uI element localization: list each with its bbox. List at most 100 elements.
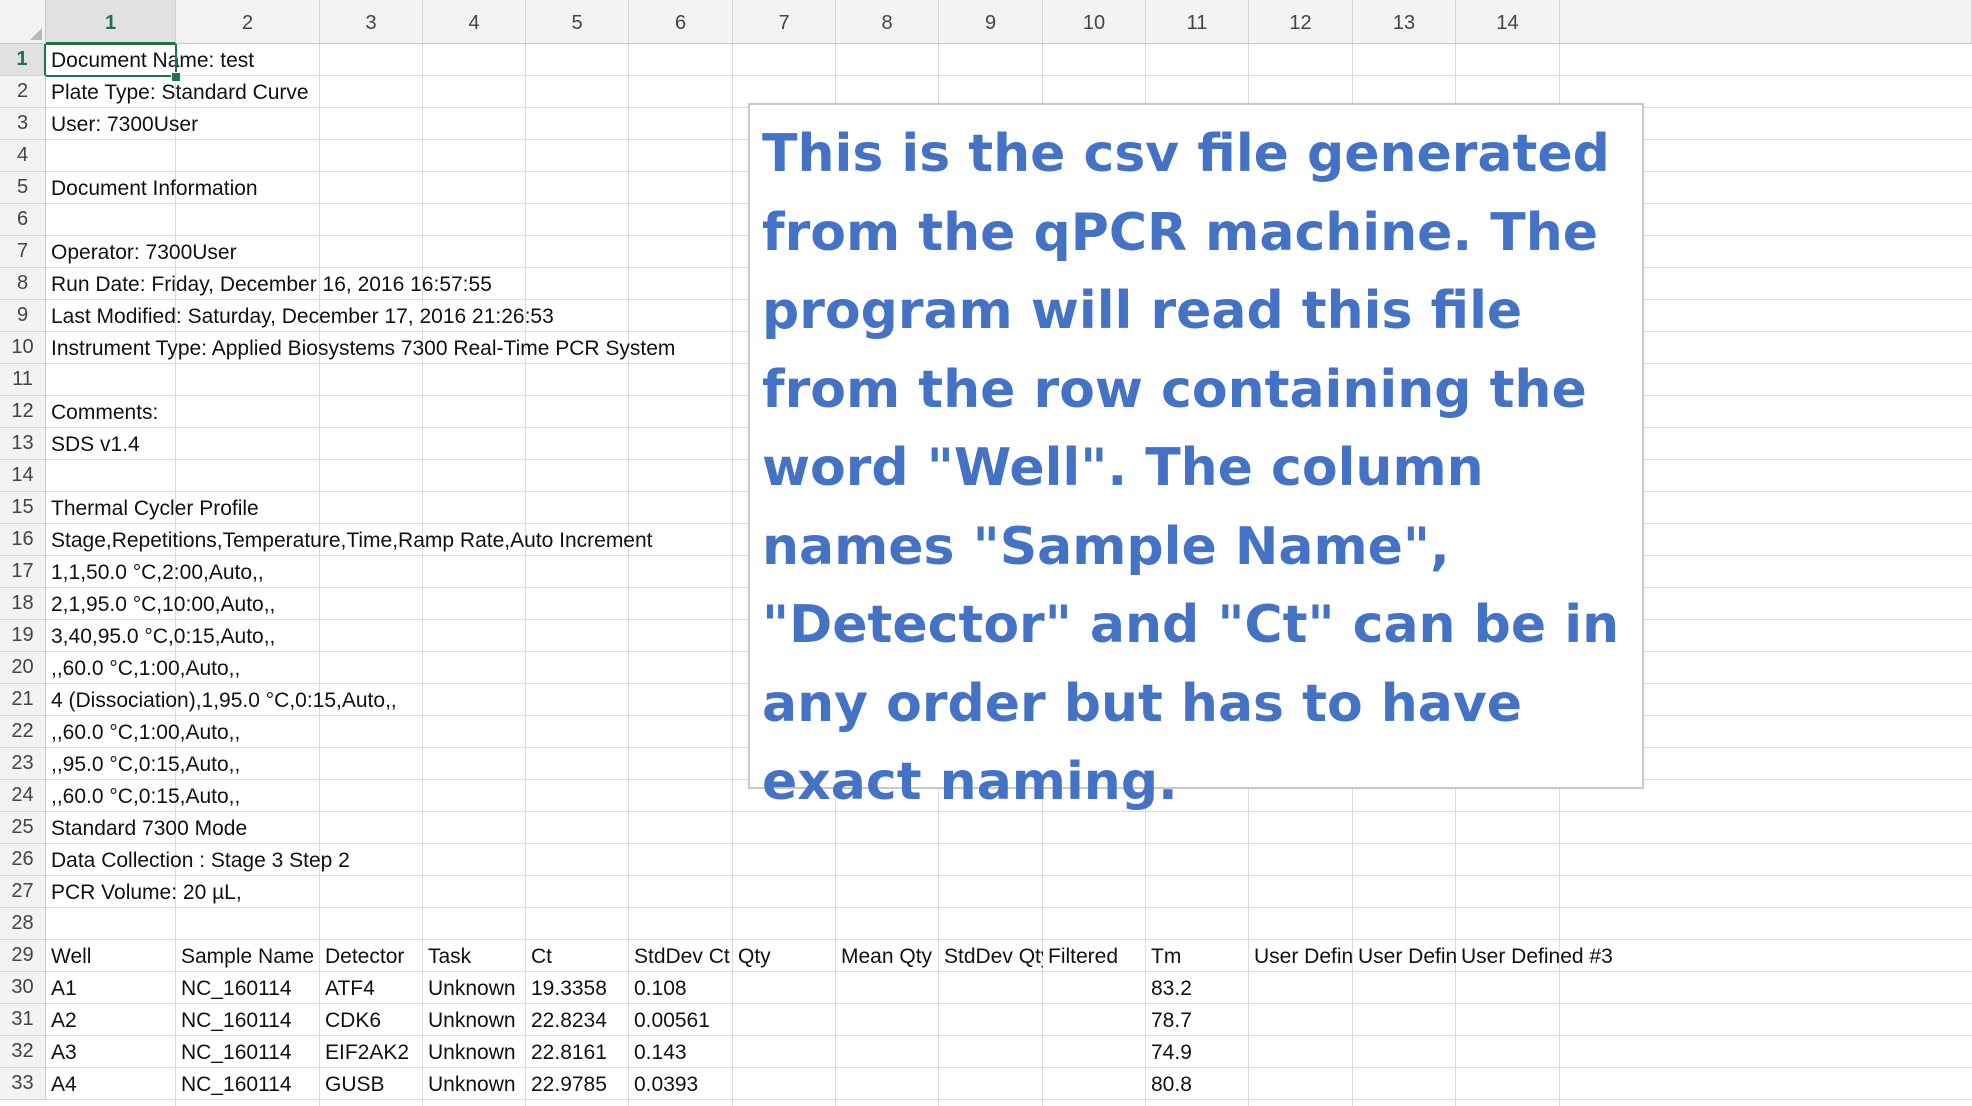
cell-r31-c5[interactable]: 22.8234 [531, 1009, 607, 1032]
row-header-11[interactable]: 11 [0, 364, 46, 396]
row-header-21[interactable]: 21 [0, 684, 46, 716]
column-header-10[interactable]: 10 [1043, 0, 1146, 44]
cell-r19-c1[interactable]: 3,40,95.0 °C,0:15,Auto,, [51, 625, 276, 648]
row-header-13[interactable]: 13 [0, 428, 46, 460]
cell-r2-c1[interactable]: Plate Type: Standard Curve [51, 81, 309, 104]
cell-r29-c8[interactable]: Mean Qty [841, 945, 933, 968]
cell-r25-c1[interactable]: Standard 7300 Mode [51, 817, 248, 840]
cell-r32-c5[interactable]: 22.8161 [531, 1041, 607, 1064]
row-header-4[interactable]: 4 [0, 140, 46, 172]
cell-r29-c14[interactable]: User Defined #3 [1461, 945, 1613, 968]
row-header-17[interactable]: 17 [0, 556, 46, 588]
cell-r21-c1[interactable]: 4 (Dissociation),1,95.0 °C,0:15,Auto,, [51, 689, 397, 712]
row-header-31[interactable]: 31 [0, 1004, 46, 1036]
row-header-5[interactable]: 5 [0, 172, 46, 204]
row-header-26[interactable]: 26 [0, 844, 46, 876]
cell-r30-c4[interactable]: Unknown [428, 977, 516, 1000]
column-header-11[interactable]: 11 [1146, 0, 1249, 44]
cell-r13-c1[interactable]: SDS v1.4 [51, 433, 140, 456]
row-header-6[interactable]: 6 [0, 204, 46, 236]
cell-r33-c6[interactable]: 0.0393 [634, 1073, 699, 1096]
row-header-7[interactable]: 7 [0, 236, 46, 268]
cell-r31-c4[interactable]: Unknown [428, 1009, 516, 1032]
cell-r29-c5[interactable]: Ct [531, 945, 552, 968]
row-header-24[interactable]: 24 [0, 780, 46, 812]
cell-r32-c3[interactable]: EIF2AK2 [325, 1041, 410, 1064]
cell-r30-c2[interactable]: NC_160114 [181, 977, 292, 1000]
cell-r31-c1[interactable]: A2 [51, 1009, 77, 1032]
cell-r27-c1[interactable]: PCR Volume: 20 µL, [51, 881, 242, 904]
cell-r3-c1[interactable]: User: 7300User [51, 113, 199, 136]
column-header-6[interactable]: 6 [629, 0, 733, 44]
cell-r10-c1[interactable]: Instrument Type: Applied Biosystems 7300… [51, 337, 676, 360]
row-header-28[interactable]: 28 [0, 908, 46, 940]
cell-r32-c2[interactable]: NC_160114 [181, 1041, 292, 1064]
row-header-20[interactable]: 20 [0, 652, 46, 684]
column-header-3[interactable]: 3 [320, 0, 423, 44]
row-header-8[interactable]: 8 [0, 268, 46, 300]
column-header-9[interactable]: 9 [939, 0, 1043, 44]
cell-r29-c9[interactable]: StdDev Qty [944, 945, 1043, 968]
cell-r16-c1[interactable]: Stage,Repetitions,Temperature,Time,Ramp … [51, 529, 653, 552]
column-header-4[interactable]: 4 [423, 0, 526, 44]
cell-r30-c1[interactable]: A1 [51, 977, 77, 1000]
row-header-3[interactable]: 3 [0, 108, 46, 140]
cell-r33-c11[interactable]: 80.8 [1151, 1073, 1192, 1096]
row-header-14[interactable]: 14 [0, 460, 46, 492]
cell-r29-c6[interactable]: StdDev Ct [634, 945, 730, 968]
cell-r9-c1[interactable]: Last Modified: Saturday, December 17, 20… [51, 305, 554, 328]
cell-r30-c3[interactable]: ATF4 [325, 977, 375, 1000]
cell-r30-c6[interactable]: 0.108 [634, 977, 687, 1000]
column-header-7[interactable]: 7 [733, 0, 836, 44]
row-header-2[interactable]: 2 [0, 76, 46, 108]
row-header-12[interactable]: 12 [0, 396, 46, 428]
cell-r30-c5[interactable]: 19.3358 [531, 977, 607, 1000]
row-header-23[interactable]: 23 [0, 748, 46, 780]
cell-r29-c2[interactable]: Sample Name [181, 945, 315, 968]
cell-r26-c1[interactable]: Data Collection : Stage 3 Step 2 [51, 849, 350, 872]
cell-r31-c2[interactable]: NC_160114 [181, 1009, 292, 1032]
cell-r31-c11[interactable]: 78.7 [1151, 1009, 1192, 1032]
cell-r33-c5[interactable]: 22.9785 [531, 1073, 607, 1096]
cell-r22-c1[interactable]: ,,60.0 °C,1:00,Auto,, [51, 721, 241, 744]
cell-r31-c3[interactable]: CDK6 [325, 1009, 382, 1032]
column-header-1[interactable]: 1 [46, 0, 176, 44]
row-header-15[interactable]: 15 [0, 492, 46, 524]
row-header-9[interactable]: 9 [0, 300, 46, 332]
row-header-16[interactable]: 16 [0, 524, 46, 556]
cell-r23-c1[interactable]: ,,95.0 °C,0:15,Auto,, [51, 753, 241, 776]
fill-handle[interactable] [171, 72, 181, 82]
column-header-14[interactable]: 14 [1456, 0, 1560, 44]
cell-r12-c1[interactable]: Comments: [51, 401, 159, 424]
row-header-25[interactable]: 25 [0, 812, 46, 844]
select-all-corner[interactable] [0, 0, 46, 44]
row-header-19[interactable]: 19 [0, 620, 46, 652]
column-header-12[interactable]: 12 [1249, 0, 1353, 44]
cell-r24-c1[interactable]: ,,60.0 °C,0:15,Auto,, [51, 785, 241, 808]
cell-r32-c11[interactable]: 74.9 [1151, 1041, 1192, 1064]
cell-r33-c1[interactable]: A4 [51, 1073, 77, 1096]
cell-r17-c1[interactable]: 1,1,50.0 °C,2:00,Auto,, [51, 561, 264, 584]
cell-r32-c1[interactable]: A3 [51, 1041, 77, 1064]
row-header-10[interactable]: 10 [0, 332, 46, 364]
cell-r1-c1[interactable]: Document Name: test [51, 49, 255, 72]
cell-r29-c10[interactable]: Filtered [1048, 945, 1119, 968]
cell-r29-c13[interactable]: User Defined #2 [1358, 945, 1456, 968]
cell-r29-c7[interactable]: Qty [738, 945, 771, 968]
cell-r32-c6[interactable]: 0.143 [634, 1041, 687, 1064]
cell-r7-c1[interactable]: Operator: 7300User [51, 241, 237, 264]
cell-r31-c6[interactable]: 0.00561 [634, 1009, 710, 1032]
cell-r29-c12[interactable]: User Defined #1 [1254, 945, 1353, 968]
cell-r32-c4[interactable]: Unknown [428, 1041, 516, 1064]
cell-r5-c1[interactable]: Document Information [51, 177, 258, 200]
cell-r30-c11[interactable]: 83.2 [1151, 977, 1192, 1000]
cell-r15-c1[interactable]: Thermal Cycler Profile [51, 497, 259, 520]
column-header-13[interactable]: 13 [1353, 0, 1456, 44]
column-header-8[interactable]: 8 [836, 0, 939, 44]
row-header-1[interactable]: 1 [0, 44, 46, 76]
annotation-textbox[interactable]: This is the csv file generated from the … [748, 103, 1644, 812]
row-header-30[interactable]: 30 [0, 972, 46, 1004]
row-header-27[interactable]: 27 [0, 876, 46, 908]
cell-r20-c1[interactable]: ,,60.0 °C,1:00,Auto,, [51, 657, 241, 680]
